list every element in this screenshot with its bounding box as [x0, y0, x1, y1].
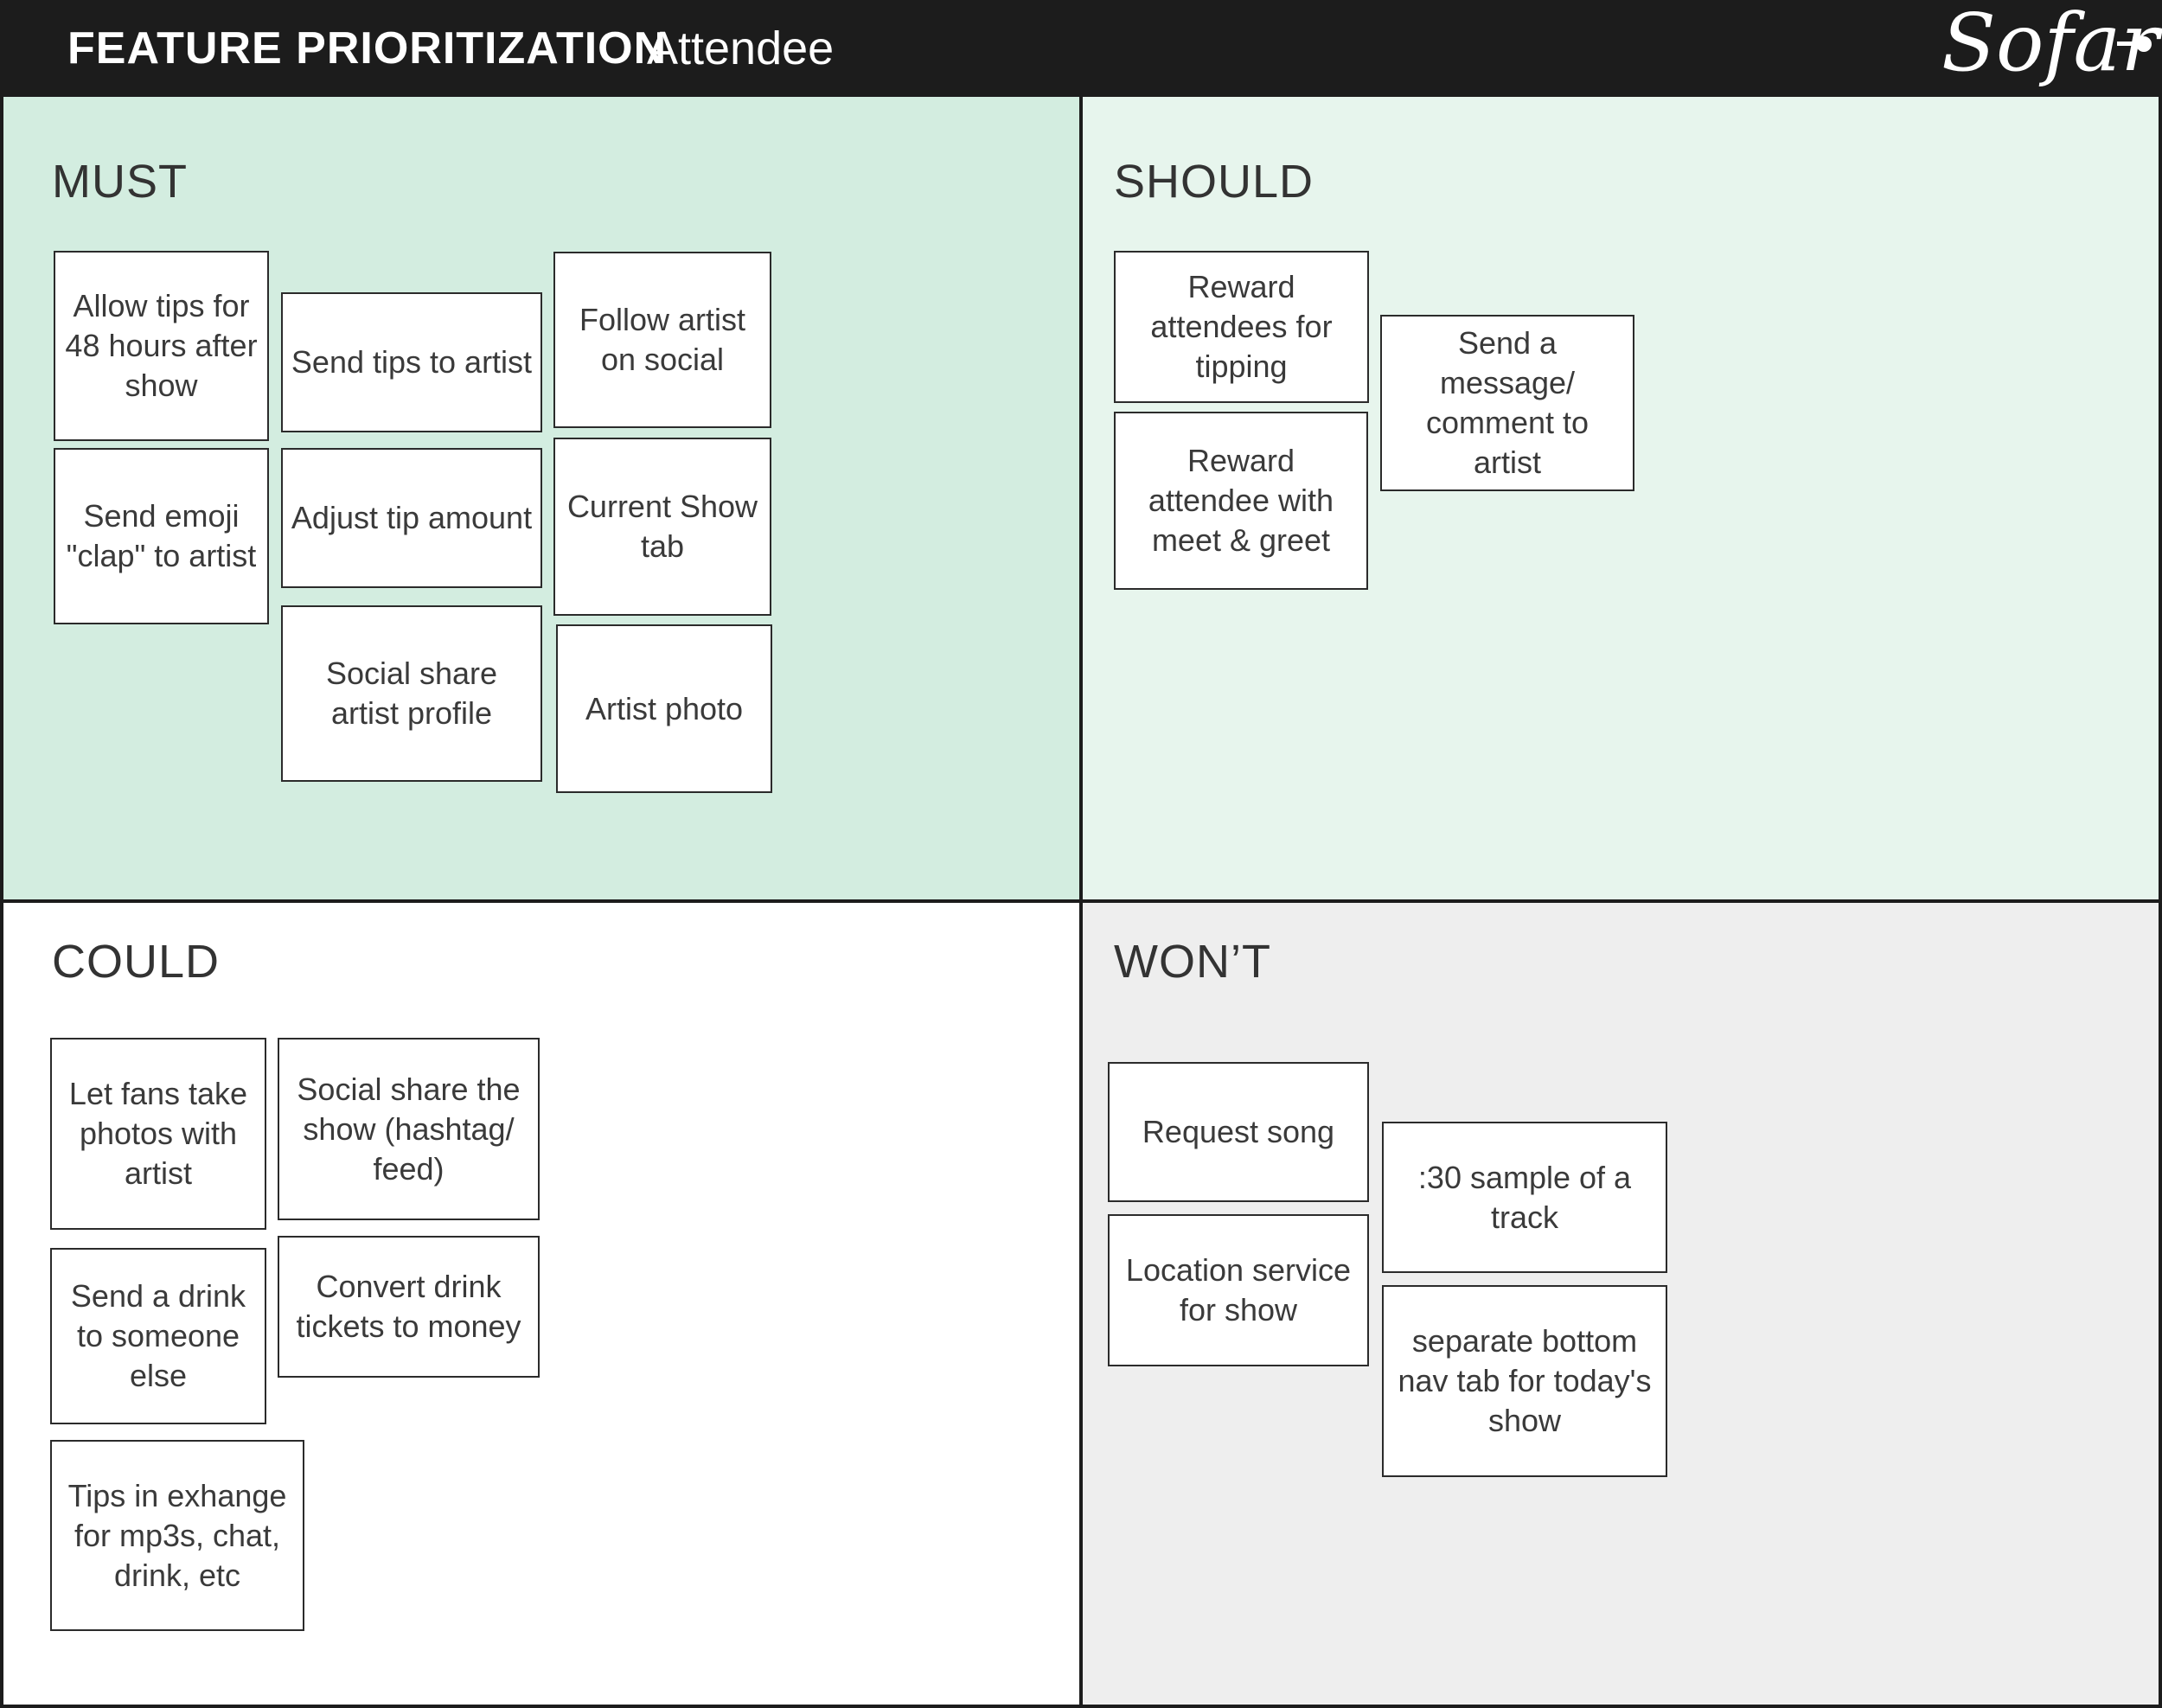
sticky-note[interactable]: Artist photo [556, 624, 772, 793]
page-subtitle: Attendee [647, 22, 835, 74]
sticky-note[interactable]: Send a drink to someone else [50, 1248, 266, 1424]
sticky-note[interactable]: Social share artist profile [281, 605, 542, 782]
sticky-note[interactable]: Tips in exhange for mp3s, chat, drink, e… [50, 1440, 304, 1631]
quadrant-title-wont: WON’T [1114, 936, 1271, 988]
brand-logo-dot [2136, 36, 2152, 52]
sticky-note[interactable]: Reward attendee with meet & greet [1114, 412, 1368, 590]
sticky-note[interactable]: Follow artist on social [553, 252, 771, 428]
header-bar: FEATURE PRIORITIZATION Attendee Sofar [0, 0, 2162, 95]
sticky-note[interactable]: Social share the show (hashtag/ feed) [278, 1038, 540, 1220]
sticky-note[interactable]: Let fans take photos with artist [50, 1038, 266, 1230]
quadrant-title-must: MUST [52, 156, 188, 208]
sticky-note[interactable]: Convert drink tickets to money [278, 1236, 540, 1378]
page-title: FEATURE PRIORITIZATION [67, 23, 668, 74]
quadrant-title-could: COULD [52, 936, 221, 988]
sticky-note[interactable]: Location service for show [1108, 1214, 1369, 1366]
sticky-note[interactable]: Adjust tip amount [281, 448, 542, 588]
sticky-note[interactable]: Allow tips for 48 hours after show [54, 251, 269, 441]
sticky-note[interactable]: Current Show tab [553, 438, 771, 616]
sticky-note[interactable]: Send tips to artist [281, 292, 542, 432]
sticky-note[interactable]: Request song [1108, 1062, 1369, 1202]
sticky-note[interactable]: Send emoji "clap" to artist [54, 448, 269, 624]
sticky-note[interactable]: :30 sample of a track [1382, 1122, 1667, 1273]
sticky-note[interactable]: Reward attendees for tipping [1114, 251, 1369, 403]
brand-logo-dash [2117, 42, 2138, 46]
sticky-note[interactable]: separate bottom nav tab for today's show [1382, 1285, 1667, 1477]
sticky-note[interactable]: Send a message/ comment to artist [1380, 315, 1634, 491]
quadrant-title-should: SHOULD [1114, 156, 1314, 208]
